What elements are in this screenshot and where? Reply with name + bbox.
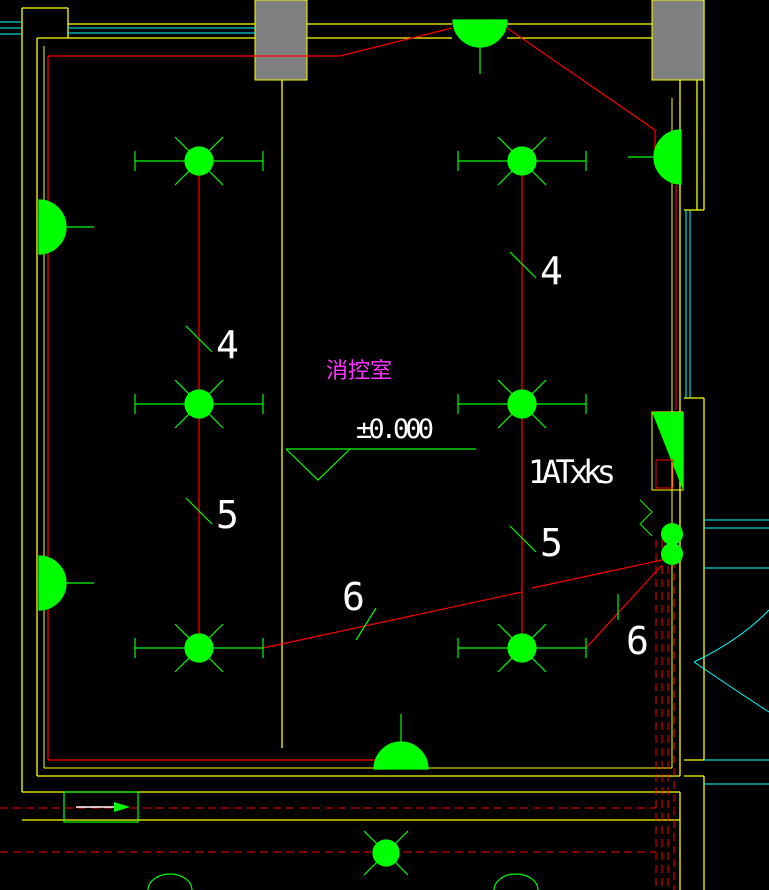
wire-count-ticks bbox=[185, 251, 619, 641]
wall-light-icon bbox=[628, 129, 682, 185]
wire-count-left-upper: 4 bbox=[216, 323, 239, 367]
ceiling-lights bbox=[134, 136, 587, 876]
door-swing-icon bbox=[693, 609, 769, 713]
room-name-label: 消控室 bbox=[326, 359, 392, 384]
wiring bbox=[47, 27, 677, 761]
wire-count-bottom-mid: 6 bbox=[342, 575, 365, 619]
column-top-right bbox=[651, 0, 705, 81]
columns bbox=[254, 0, 705, 81]
ceiling-light-icon bbox=[457, 623, 587, 673]
ceiling-light-icon bbox=[134, 379, 264, 429]
elevation-label: ±0.000 bbox=[356, 414, 434, 445]
ceiling-light-icon bbox=[134, 136, 264, 186]
ceiling-light-icon bbox=[363, 830, 409, 876]
wire-count-bottom-right: 6 bbox=[626, 619, 649, 663]
wall-light-icon bbox=[38, 555, 94, 611]
wall-light-icon bbox=[38, 199, 94, 255]
wire-count-right-upper: 4 bbox=[540, 249, 563, 293]
wire-count-right-lower: 5 bbox=[540, 521, 563, 565]
wire-count-left-lower: 5 bbox=[216, 493, 239, 537]
ceiling-light-icon bbox=[134, 623, 264, 673]
distribution-box-icon bbox=[639, 411, 684, 565]
dashed-wiring bbox=[0, 540, 675, 890]
exit-arrow-icon bbox=[63, 791, 139, 823]
ceiling-light-icon bbox=[457, 136, 587, 186]
wall-lights bbox=[38, 19, 682, 770]
panel-id-label: 1ATxks bbox=[528, 453, 616, 491]
wall-light-icon bbox=[373, 714, 429, 770]
elevation-triangle-icon bbox=[285, 448, 476, 481]
ceiling-light-icon bbox=[457, 379, 587, 429]
aux-lines bbox=[0, 21, 769, 785]
partial-fixtures bbox=[147, 873, 539, 890]
wall-light-icon bbox=[452, 19, 508, 74]
column-top-left bbox=[254, 0, 308, 81]
